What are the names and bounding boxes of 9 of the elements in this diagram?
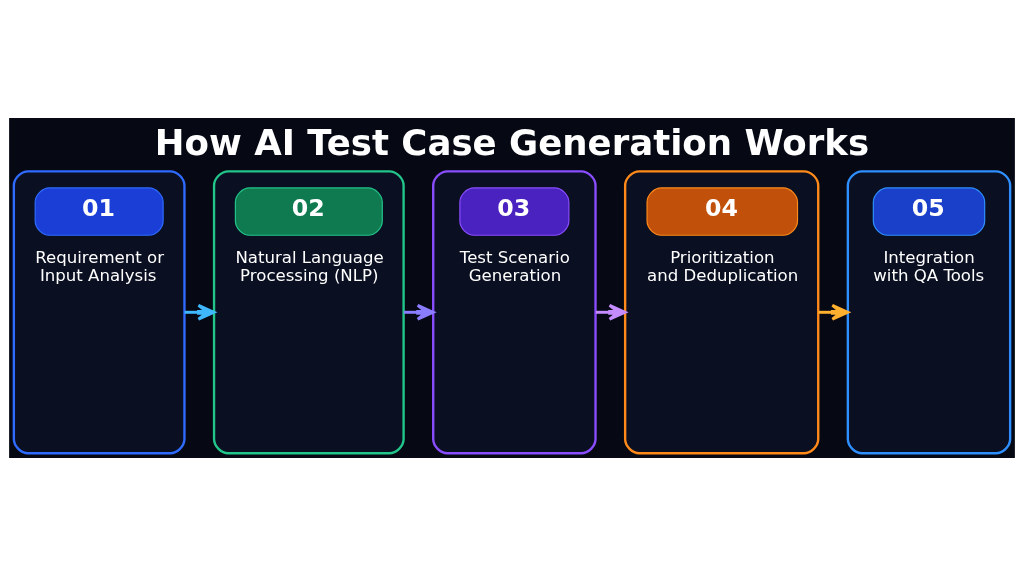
arrow [184,303,216,321]
node-box: 02 Natural Language Processing (NLP) [212,170,405,455]
arrow [818,303,850,321]
node-box: 05 Integration with QA Tools [846,170,1012,455]
arrow [595,303,627,321]
node-box: 01 Requirement or Input Analysis [12,170,186,455]
node-box: 04 Prioritization and Deduplication [623,170,820,455]
diagram-title: How AI Test Case Generation Works [154,121,870,163]
node-box: 03 Test Scenario Generation [432,170,597,455]
